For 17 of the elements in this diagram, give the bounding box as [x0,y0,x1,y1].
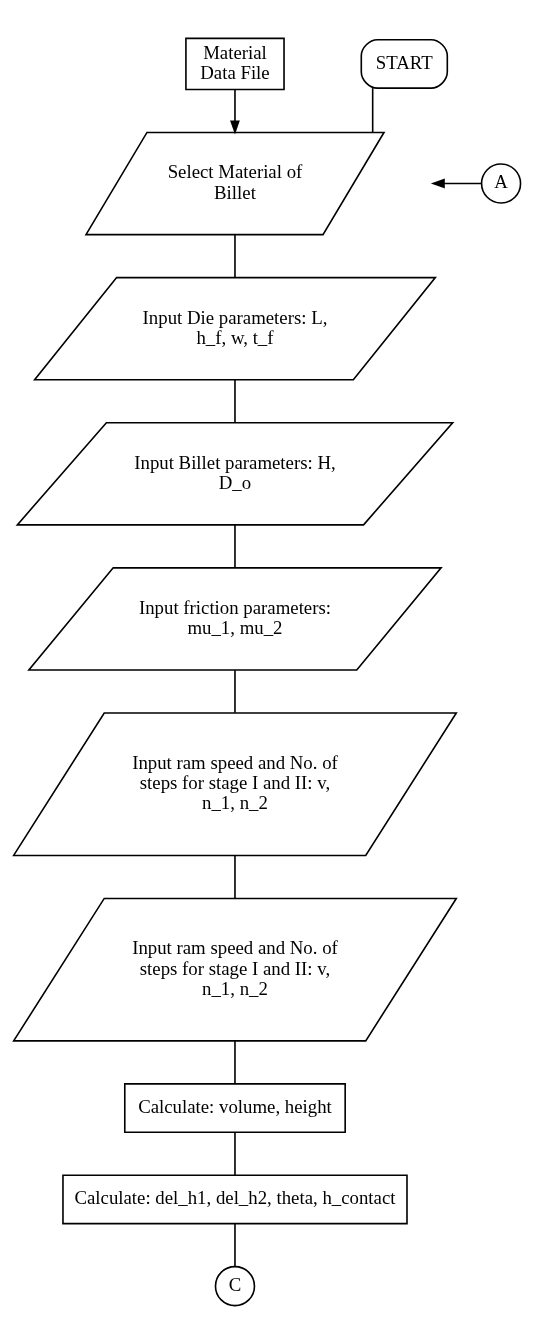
arrow [430,178,483,188]
connector [234,233,236,278]
connector [234,378,236,423]
node-box: Calculate: del_h1, del_h2, theta, h_contact [62,1173,408,1224]
connector [234,854,236,899]
node-box: Material Data File [185,37,285,90]
node-circle: A [480,162,522,204]
connector [234,1222,236,1267]
node-box: START [360,38,449,89]
node-circle: C [214,1265,256,1306]
connector [234,669,236,714]
connector [371,86,374,133]
node-box: Calculate: volume, height [123,1082,346,1133]
connector [234,1039,236,1084]
arrow [230,88,240,134]
connector [234,1131,236,1176]
connector [234,523,236,569]
